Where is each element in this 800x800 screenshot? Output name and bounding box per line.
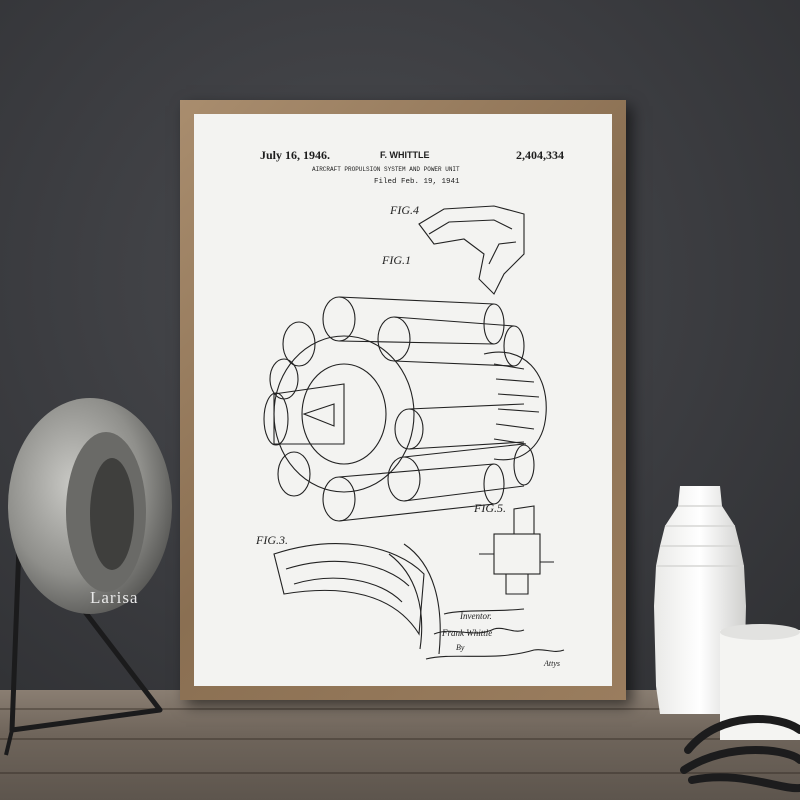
watermark-text: Larisa: [90, 588, 139, 607]
floor-plank-seam: [0, 708, 800, 710]
signature-attys: Attys: [543, 659, 560, 668]
signature-name: Frank Whittle: [441, 628, 492, 638]
figure-label-1: FIG.1: [381, 253, 411, 267]
patent-title: AIRCRAFT PROPULSION SYSTEM AND POWER UNI…: [312, 166, 460, 173]
patent-inventor: F. WHITTLE: [380, 150, 430, 160]
figure-label-3: FIG.3.: [255, 533, 288, 547]
jet-engine-patent-drawing: FIG.4 FIG.1 FIG.5. FIG.3. Inventor. Fran…: [255, 203, 565, 668]
patent-date: July 16, 1946.: [260, 148, 331, 162]
figure-label-5: FIG.5.: [473, 501, 506, 515]
floor-plank-seam: [0, 738, 800, 740]
floor-plank-seam: [0, 772, 800, 774]
patent-number: 2,404,334: [516, 148, 564, 162]
patent-filed-date: Filed Feb. 19, 1941: [374, 178, 460, 186]
patent-poster: July 16, 1946. F. WHITTLE 2,404,334 AIRC…: [194, 114, 612, 686]
candle-in-metal-holder: [680, 624, 800, 793]
figure-label-4: FIG.4: [389, 203, 419, 217]
picture-frame: July 16, 1946. F. WHITTLE 2,404,334 AIRC…: [180, 100, 626, 700]
concrete-bowl-sculpture: [8, 398, 172, 614]
signature-inventor-label: Inventor.: [459, 611, 492, 621]
signature-by: By: [456, 643, 465, 652]
metal-stand: [4, 519, 163, 756]
